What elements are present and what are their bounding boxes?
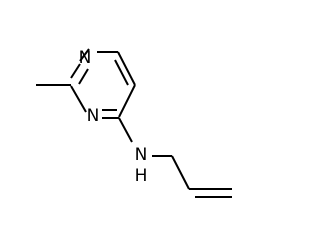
bond-c5-c6-inner <box>114 59 129 86</box>
chemical-structure: N N N H <box>36 48 232 198</box>
bond-c2-n3 <box>70 63 81 79</box>
atom-n-amine: N <box>135 145 148 165</box>
atom-h-amine: H <box>135 166 148 186</box>
atom-n-ring-upper: N <box>79 48 92 68</box>
bond-n1-c2 <box>70 85 87 113</box>
bond-c2-n3-double <box>78 68 89 85</box>
bond-ch2-ch <box>171 155 190 190</box>
bond-n3-c4 <box>79 48 90 62</box>
bond-c5-c6 <box>117 51 136 86</box>
atom-n-ring-lower: N <box>87 106 100 126</box>
bond-c6-c7 <box>118 84 136 118</box>
bond-c-nh <box>118 117 133 143</box>
